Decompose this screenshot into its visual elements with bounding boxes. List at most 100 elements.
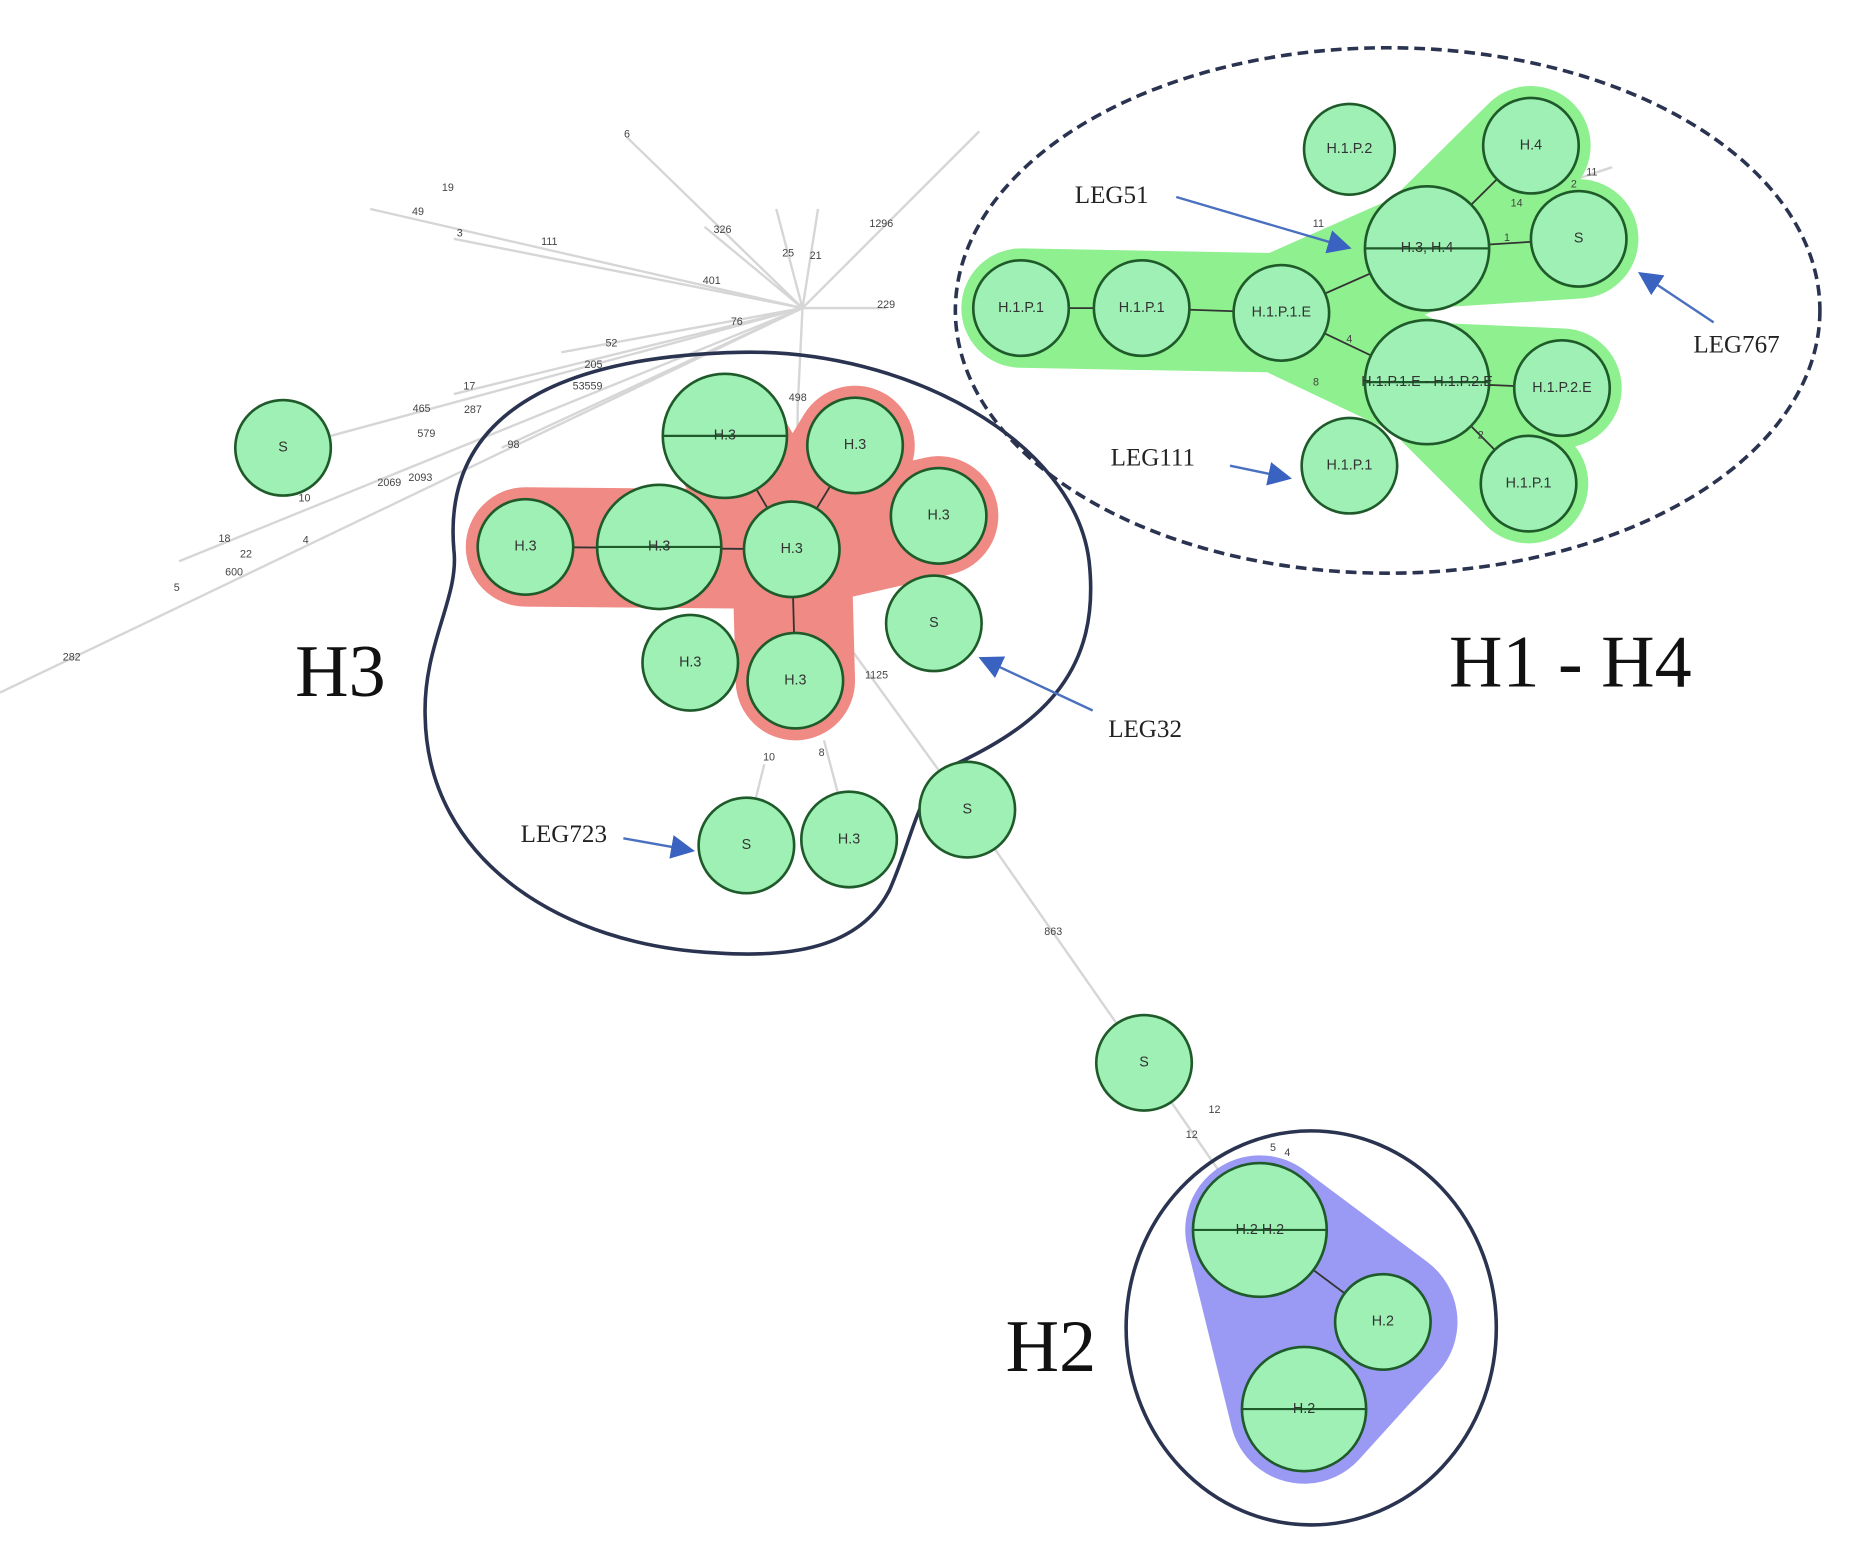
node[interactable]: S — [233, 398, 333, 497]
node[interactable]: S — [1094, 1013, 1194, 1112]
node-label: S — [742, 837, 752, 853]
edge-weight-label: 2 — [1571, 178, 1577, 190]
node-circle — [971, 259, 1071, 358]
annotation-leg32: LEG32 — [1108, 716, 1182, 743]
edge-weight-label: 14 — [1511, 198, 1523, 210]
node-label: H.4 — [1520, 137, 1542, 153]
node[interactable]: H.4 — [1481, 96, 1581, 195]
node-circle — [799, 790, 899, 889]
edge-weight-label: 6 — [624, 128, 630, 140]
tree-edge — [966, 808, 1146, 1064]
arrow-icon — [623, 835, 695, 859]
node[interactable]: H.1.P.1 — [1092, 259, 1191, 358]
edge-weight-label: 282 — [63, 651, 81, 663]
node-label: H.3 — [648, 539, 670, 555]
node[interactable]: H.2 — [1333, 1272, 1432, 1371]
node[interactable]: H.3 — [641, 613, 740, 712]
node[interactable]: H.2 — [1240, 1345, 1368, 1473]
node-label: H.1.P.2 — [1326, 141, 1372, 157]
node[interactable]: H.3 — [595, 483, 723, 611]
node-circle — [641, 613, 740, 712]
node-label: H.1.P.1 — [1506, 475, 1552, 491]
tree-edge — [801, 208, 820, 309]
edge-weight-label: 10 — [299, 493, 311, 505]
node-circle — [1092, 259, 1191, 358]
tree-edge — [286, 306, 803, 449]
node[interactable]: H.1.P.1 — [1300, 416, 1399, 515]
node-label: S — [278, 440, 288, 456]
tree-edge — [775, 208, 804, 309]
node-label: H.3 — [714, 428, 736, 444]
edge-weight-label: 53559 — [573, 380, 603, 392]
node[interactable]: S — [918, 760, 1017, 859]
node[interactable]: H.1.P.1.E — [1232, 263, 1331, 362]
edge-weight-label: 498 — [789, 392, 807, 404]
arrow-icon — [1175, 195, 1352, 254]
node-circle — [1094, 1013, 1194, 1112]
annotation-leg767: LEG767 — [1693, 331, 1779, 358]
node-circle — [805, 396, 905, 495]
edge-weight-label: 8 — [819, 747, 825, 759]
edge-weight-label: 4 — [1284, 1147, 1290, 1159]
node[interactable]: H.1.P.1 — [1479, 434, 1578, 533]
node[interactable]: H.3 — [476, 497, 575, 596]
edge-weight-label: 111 — [541, 236, 557, 248]
node-label: H.2 — [1293, 1401, 1315, 1417]
node-circle — [889, 466, 988, 565]
tree-edge — [703, 225, 804, 310]
edge-weight-label: 25 — [782, 248, 794, 260]
node-circle — [697, 796, 796, 895]
edge-weight-label: 18 — [219, 533, 231, 545]
edge-weight-label: 600 — [225, 567, 243, 579]
node-circle — [884, 574, 983, 673]
edge-weight-label: 1 — [1504, 232, 1510, 244]
node-label: H.1.P.1 — [1326, 457, 1372, 473]
edge-weight-label: 2 — [1478, 429, 1484, 441]
group-title-h3: H3 — [295, 631, 385, 713]
node[interactable]: H.3 — [746, 631, 845, 730]
node-label: H.3 — [514, 539, 536, 555]
tree-edge — [626, 136, 804, 309]
node[interactable]: H.3 — [742, 500, 841, 599]
node-circle — [1232, 263, 1331, 362]
node[interactable]: H.2 H.2 — [1191, 1161, 1329, 1299]
tree-edge — [369, 207, 803, 310]
node[interactable]: H.1.P.2.E — [1512, 339, 1612, 438]
edge-weight-label: 76 — [731, 316, 743, 328]
node[interactable]: H.3 — [661, 372, 789, 500]
node[interactable]: H.1.P.1 — [971, 259, 1071, 358]
node-label: H.3 — [838, 831, 860, 847]
tree-edge — [1575, 166, 1613, 181]
tree-edge — [453, 237, 803, 310]
edge-weight-label: 2069 — [377, 477, 401, 489]
node[interactable]: H.3 — [889, 466, 988, 565]
node-circle — [742, 500, 841, 599]
node-circle — [1302, 102, 1397, 196]
node-circle — [1479, 434, 1578, 533]
node-label: H.1.P.2.E — [1532, 380, 1591, 396]
tree-edge — [0, 307, 804, 694]
edge-weight-label: 1125 — [865, 669, 888, 681]
node-label: H.1.P.1.E — [1252, 305, 1311, 321]
node-label: S — [963, 801, 973, 817]
node[interactable]: H.1.P.1.E - H.1.P.2.E — [1361, 318, 1493, 446]
edge-weight-label: 326 — [714, 224, 732, 236]
node[interactable]: H.3, H.4 — [1363, 184, 1491, 312]
tree-edge — [178, 306, 803, 563]
node-circle — [476, 497, 575, 596]
edge-weight-label: 287 — [464, 404, 482, 416]
tree-edge — [453, 306, 803, 396]
node[interactable]: S — [697, 796, 796, 895]
node[interactable]: S — [884, 574, 983, 673]
edge-weight-label: 205 — [585, 359, 603, 371]
node[interactable]: S — [1529, 189, 1628, 288]
node[interactable]: H.3 — [799, 790, 899, 889]
edge-weight-label: 2093 — [408, 472, 432, 484]
node[interactable]: H.1.P.2 — [1302, 102, 1397, 196]
edge-weight-label: 11 — [1586, 167, 1597, 179]
node-label: H.2 — [1372, 1314, 1394, 1330]
edge-weight-label: 19 — [442, 182, 454, 194]
node[interactable]: H.3 — [805, 396, 905, 495]
